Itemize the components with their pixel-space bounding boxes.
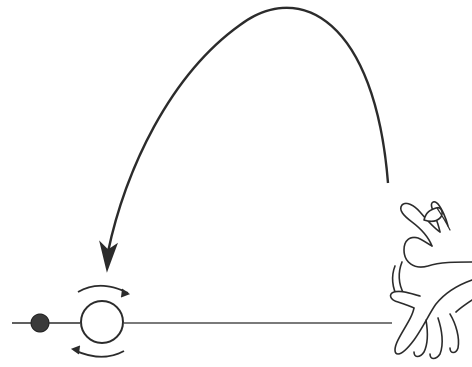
dark-ball (31, 314, 49, 332)
hand-icon (391, 202, 472, 359)
ring-circle (81, 301, 123, 343)
throw-arc-arrow (100, 8, 388, 271)
